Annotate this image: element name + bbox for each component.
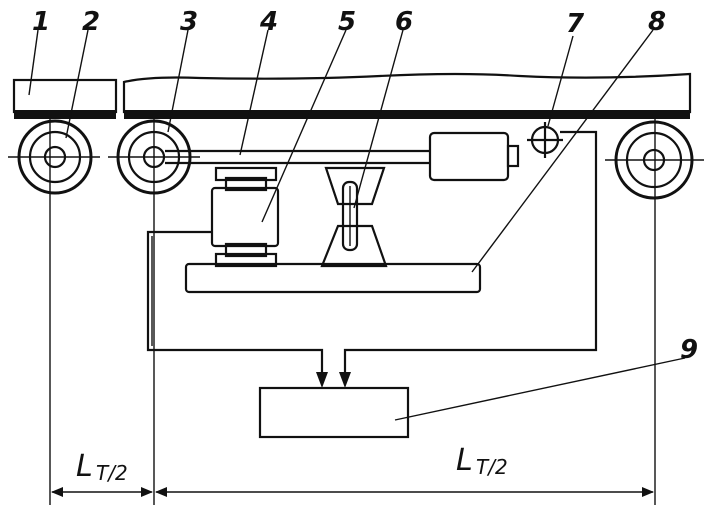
extension-lines xyxy=(49,118,656,505)
pivot-support-6 xyxy=(320,166,388,268)
right-car-body xyxy=(122,72,692,119)
signal-line-right xyxy=(339,130,598,388)
dimension-right-sub: T/2 xyxy=(476,455,508,479)
label-2: 2 xyxy=(82,7,100,37)
sensor-5 xyxy=(210,166,280,268)
label-7: 7 xyxy=(566,9,585,39)
label-3: 3 xyxy=(180,7,198,37)
signal-line-left xyxy=(146,230,328,388)
axle-centerlines xyxy=(8,156,704,161)
pickup-sensor xyxy=(527,122,563,158)
lever-rod xyxy=(165,131,520,182)
dimension-left-main: L xyxy=(76,449,93,484)
dimension-left-sub: T/2 xyxy=(96,461,128,485)
label-8: 8 xyxy=(648,7,666,37)
label-1: 1 xyxy=(32,7,50,37)
label-4: 4 xyxy=(259,7,278,37)
base-plate-8 xyxy=(184,262,482,294)
recorder-9 xyxy=(258,386,410,439)
label-5: 5 xyxy=(338,7,356,37)
label-9: 9 xyxy=(680,335,698,365)
label-6: 6 xyxy=(395,7,413,37)
leader-lines xyxy=(28,29,686,421)
left-car-body xyxy=(12,78,118,119)
dimension-right-main: L xyxy=(456,443,473,478)
